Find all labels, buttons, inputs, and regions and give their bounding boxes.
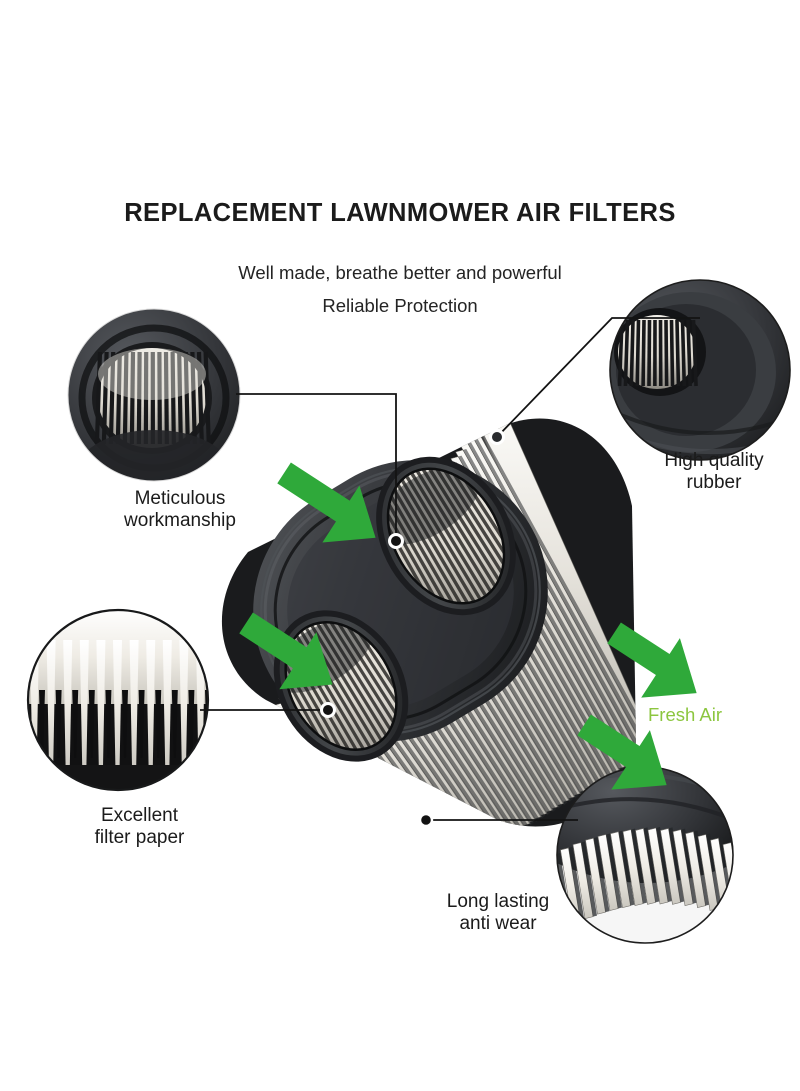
callout-label-fresh-air: Fresh Air bbox=[648, 704, 723, 725]
detail-circle-filter-paper bbox=[26, 608, 210, 792]
subtitle-line-2: Reliable Protection bbox=[322, 295, 478, 316]
marker-workmanship bbox=[388, 533, 404, 549]
arrow-intake-lower bbox=[239, 612, 333, 690]
leader-rubber bbox=[496, 317, 700, 438]
detail-circle-workmanship bbox=[67, 308, 241, 482]
callout-label-rubber: High quality rubber bbox=[664, 450, 764, 494]
callout-label-anti-wear: Long lasting anti wear bbox=[446, 891, 550, 935]
detail-circle-anti-wear bbox=[556, 766, 734, 944]
detail-circle-rubber bbox=[609, 279, 791, 461]
subtitle-line-1: Well made, breathe better and powerful bbox=[238, 262, 562, 283]
arrow-intake-upper bbox=[277, 462, 376, 543]
leader-lines bbox=[200, 317, 700, 821]
page-title: REPLACEMENT LAWNMOWER AIR FILTERS bbox=[124, 199, 676, 227]
marker-rubber bbox=[489, 429, 505, 445]
marker-filter-paper bbox=[320, 702, 336, 718]
marker-anti-wear bbox=[418, 812, 434, 828]
leader-workmanship bbox=[236, 393, 397, 541]
leader-markers bbox=[320, 429, 505, 828]
arrow-outflow-lower bbox=[577, 714, 667, 790]
airflow-arrows bbox=[239, 462, 697, 790]
callout-label-filter-paper: Excellent filter paper bbox=[94, 805, 185, 849]
callout-label-workmanship: Meticulous workmanship bbox=[124, 488, 236, 532]
arrow-outflow-upper bbox=[607, 622, 697, 698]
